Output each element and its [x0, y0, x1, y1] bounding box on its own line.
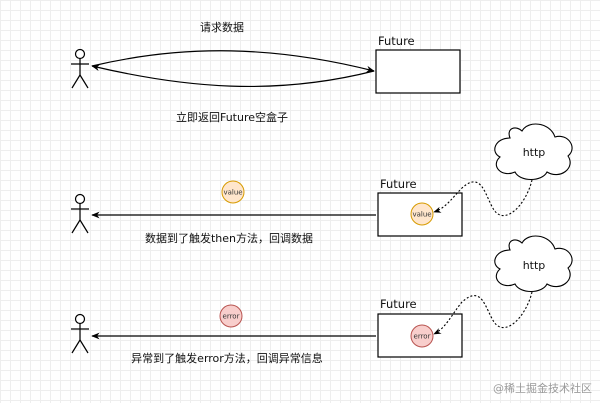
request-label: 请求数据: [200, 20, 244, 34]
actor-value-receiver: [71, 193, 89, 234]
future-box-title: Future: [378, 34, 415, 48]
future-empty-box: [375, 49, 461, 94]
return-arrow: [91, 64, 375, 88]
cloud-http-top-label: http: [523, 146, 546, 159]
error-label: 异常到了触发error方法，回调异常信息: [131, 351, 323, 365]
future-value-box-title: Future: [380, 177, 417, 191]
cloud-http-top: http: [494, 123, 573, 181]
request-arrow: [91, 50, 375, 73]
value-in-future: value: [410, 202, 434, 226]
error-bubble-label: error: [223, 313, 240, 321]
watermark: @稀土掘金技术社区: [493, 381, 592, 395]
cloud-http-bottom-label: http: [523, 259, 546, 272]
error-in-future: error: [410, 324, 434, 348]
actor-error-receiver: [71, 313, 89, 354]
then-label: 数据到了触发then方法，回调数据: [145, 231, 313, 245]
http-to-error-dotted: [433, 291, 533, 335]
return-label: 立即返回Future空盒子: [176, 110, 288, 124]
future-error-box-title: Future: [380, 297, 417, 311]
error-bubble: error: [219, 304, 243, 328]
cloud-http-bottom: http: [494, 235, 573, 293]
actor-caller: [71, 48, 89, 89]
value-bubble: value: [221, 180, 245, 204]
value-bubble-label: value: [223, 189, 242, 197]
error-in-future-label: error: [414, 333, 431, 341]
value-in-future-label: value: [412, 211, 431, 219]
